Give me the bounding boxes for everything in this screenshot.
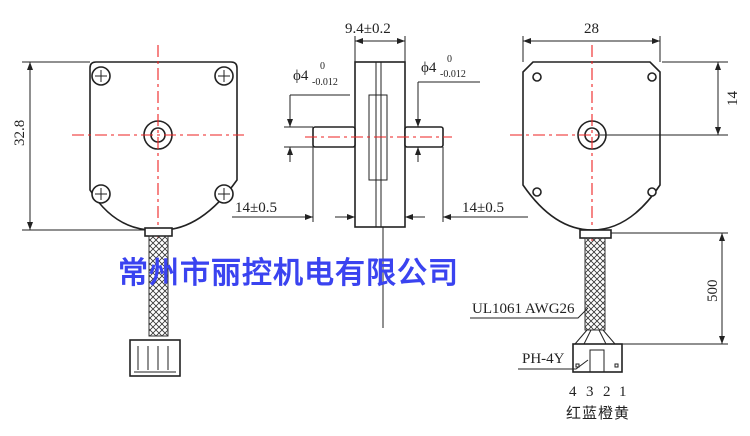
color-blue: 蓝 bbox=[582, 405, 597, 422]
pin-1: 1 bbox=[619, 384, 627, 400]
side-view: 9.4±0.2 ϕ4 0 -0.012 ϕ4 0 -0.012 14±0.5 1… bbox=[232, 21, 528, 328]
color-red: 红 bbox=[566, 405, 581, 422]
tol-lower: -0.012 bbox=[440, 69, 466, 80]
height-dim: 32.8 bbox=[12, 120, 28, 146]
pin-numbers: 4 3 2 1 bbox=[569, 384, 627, 400]
cable-label: UL1061 AWG26 bbox=[472, 301, 575, 317]
wire-colors: 红 蓝 橙 黄 bbox=[566, 405, 629, 422]
connector-label: PH-4Y bbox=[522, 351, 565, 367]
tol-upper: 0 bbox=[447, 54, 452, 65]
pin-2: 2 bbox=[603, 384, 611, 400]
color-yellow: 黄 bbox=[614, 405, 629, 422]
cable bbox=[584, 237, 606, 331]
width-dim: 28 bbox=[584, 21, 599, 37]
cable bbox=[148, 235, 169, 337]
pin-3: 3 bbox=[586, 384, 594, 400]
center-dim: 14 bbox=[725, 91, 741, 107]
tol-lower: -0.012 bbox=[312, 77, 338, 88]
side-body bbox=[354, 61, 406, 228]
width-dim: 9.4±0.2 bbox=[345, 21, 391, 37]
cable-length-dim: 500 bbox=[705, 280, 721, 303]
front-view-left: 32.8 bbox=[12, 45, 244, 377]
color-orange: 橙 bbox=[598, 405, 613, 422]
tol-upper: 0 bbox=[320, 61, 325, 72]
shaft-dia-right: ϕ4 bbox=[421, 60, 437, 76]
connector bbox=[572, 343, 623, 373]
screw-icons bbox=[91, 66, 234, 204]
pin-4: 4 bbox=[569, 384, 577, 400]
shaft-dia-left: ϕ4 bbox=[293, 68, 309, 84]
shaft-len-left: 14±0.5 bbox=[235, 200, 277, 216]
shaft-len-right: 14±0.5 bbox=[462, 200, 504, 216]
company-watermark: 常州市丽控机电有限公司 bbox=[118, 256, 459, 291]
front-view-right: 28 14 500 UL1061 AWG26 PH-4Y 4 3 2 1 红 蓝… bbox=[470, 21, 741, 422]
